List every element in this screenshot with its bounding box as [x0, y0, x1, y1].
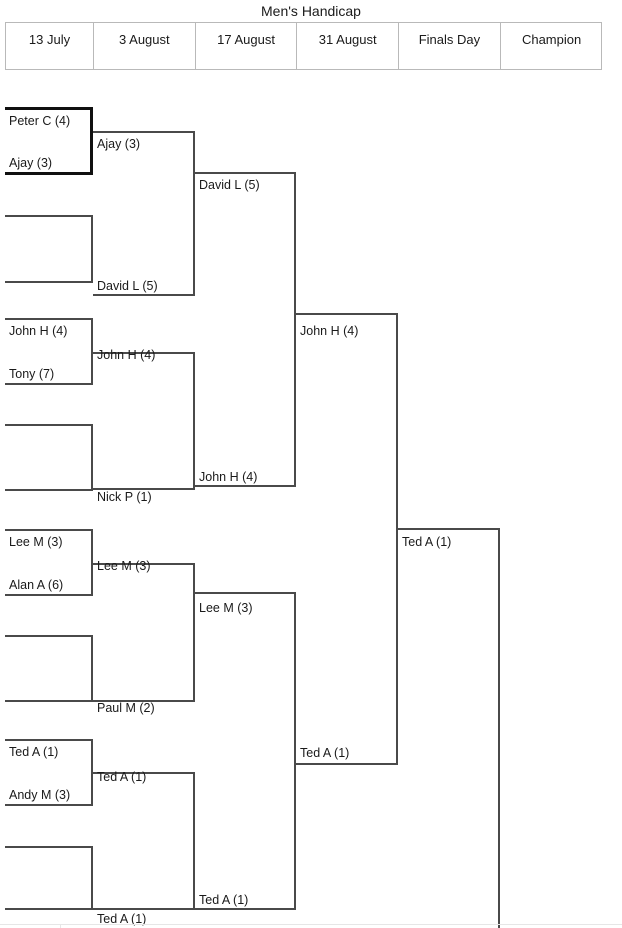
round2-match-1-winner-bottom: David L (5) — [97, 279, 158, 293]
round-header-cell-17-august: 17 August — [196, 23, 298, 69]
page-bottom-tick — [60, 924, 61, 928]
round4-match-1-winner-bottom: Ted A (1) — [300, 746, 350, 760]
round1-match-2[interactable] — [5, 215, 93, 283]
round-header-cell-13-july: 13 July — [6, 23, 94, 69]
round3-match-2-winner-top: Lee M (3) — [199, 601, 253, 615]
round-header-cell-31-august: 31 August — [297, 23, 400, 69]
finals-match-1-winner-top: Ted A (1) — [402, 535, 452, 549]
round2-match-3-winner-bottom: Paul M (2) — [97, 701, 155, 715]
round1-match-1-slot-top: Peter C (4) — [9, 114, 71, 128]
round1-match-5-slot-bottom: Alan A (6) — [9, 578, 64, 592]
page-bottom-rule — [0, 924, 622, 925]
page-title: Men's Handicap — [261, 3, 361, 19]
round2-match-1[interactable] — [93, 131, 195, 296]
round3-match-2[interactable] — [195, 592, 296, 910]
round-header-cell-finals-day: Finals Day — [399, 23, 501, 69]
round1-match-7-slot-bottom: Andy M (3) — [9, 788, 71, 802]
round2-match-2-winner-top: John H (4) — [97, 348, 156, 362]
round1-match-1-slot-bottom: Ajay (3) — [9, 156, 53, 170]
round2-match-2[interactable] — [93, 352, 195, 490]
round2-match-3[interactable] — [93, 563, 195, 702]
round2-match-3-winner-top: Lee M (3) — [97, 559, 151, 573]
round2-match-1-winner-top: Ajay (3) — [97, 137, 141, 151]
round-header-table: 13 July 3 August 17 August 31 August Fin… — [5, 22, 602, 70]
round2-match-4-winner-top: Ted A (1) — [97, 770, 147, 784]
round1-match-7-slot-top: Ted A (1) — [9, 745, 59, 759]
round1-match-1[interactable] — [5, 107, 93, 175]
round2-match-2-winner-bottom: Nick P (1) — [97, 490, 152, 504]
round-header-cell-champion: Champion — [521, 32, 582, 47]
round1-match-3-slot-bottom: Tony (7) — [9, 367, 55, 381]
round3-match-1[interactable] — [195, 172, 296, 487]
round1-match-7[interactable] — [5, 739, 93, 806]
round1-match-3-slot-top: John H (4) — [9, 324, 68, 338]
round1-match-5[interactable] — [5, 529, 93, 596]
round4-match-1[interactable] — [296, 313, 398, 765]
round1-match-5-slot-top: Lee M (3) — [9, 535, 63, 549]
round3-match-2-winner-bottom: Ted A (1) — [199, 893, 249, 907]
round1-match-6[interactable] — [5, 635, 93, 702]
round1-match-4[interactable] — [5, 424, 93, 491]
round4-match-1-winner-top: John H (4) — [300, 324, 359, 338]
round2-match-4[interactable] — [93, 772, 195, 910]
round3-match-1-winner-top: David L (5) — [199, 178, 260, 192]
round1-match-8[interactable] — [5, 846, 93, 910]
round3-match-1-winner-bottom: John H (4) — [199, 470, 258, 484]
finals-match-1[interactable] — [398, 528, 500, 928]
round2-match-4-winner-bottom: Ted A (1) — [97, 912, 147, 926]
round-header-cell-3-august: 3 August — [94, 23, 196, 69]
round1-match-3[interactable] — [5, 318, 93, 385]
